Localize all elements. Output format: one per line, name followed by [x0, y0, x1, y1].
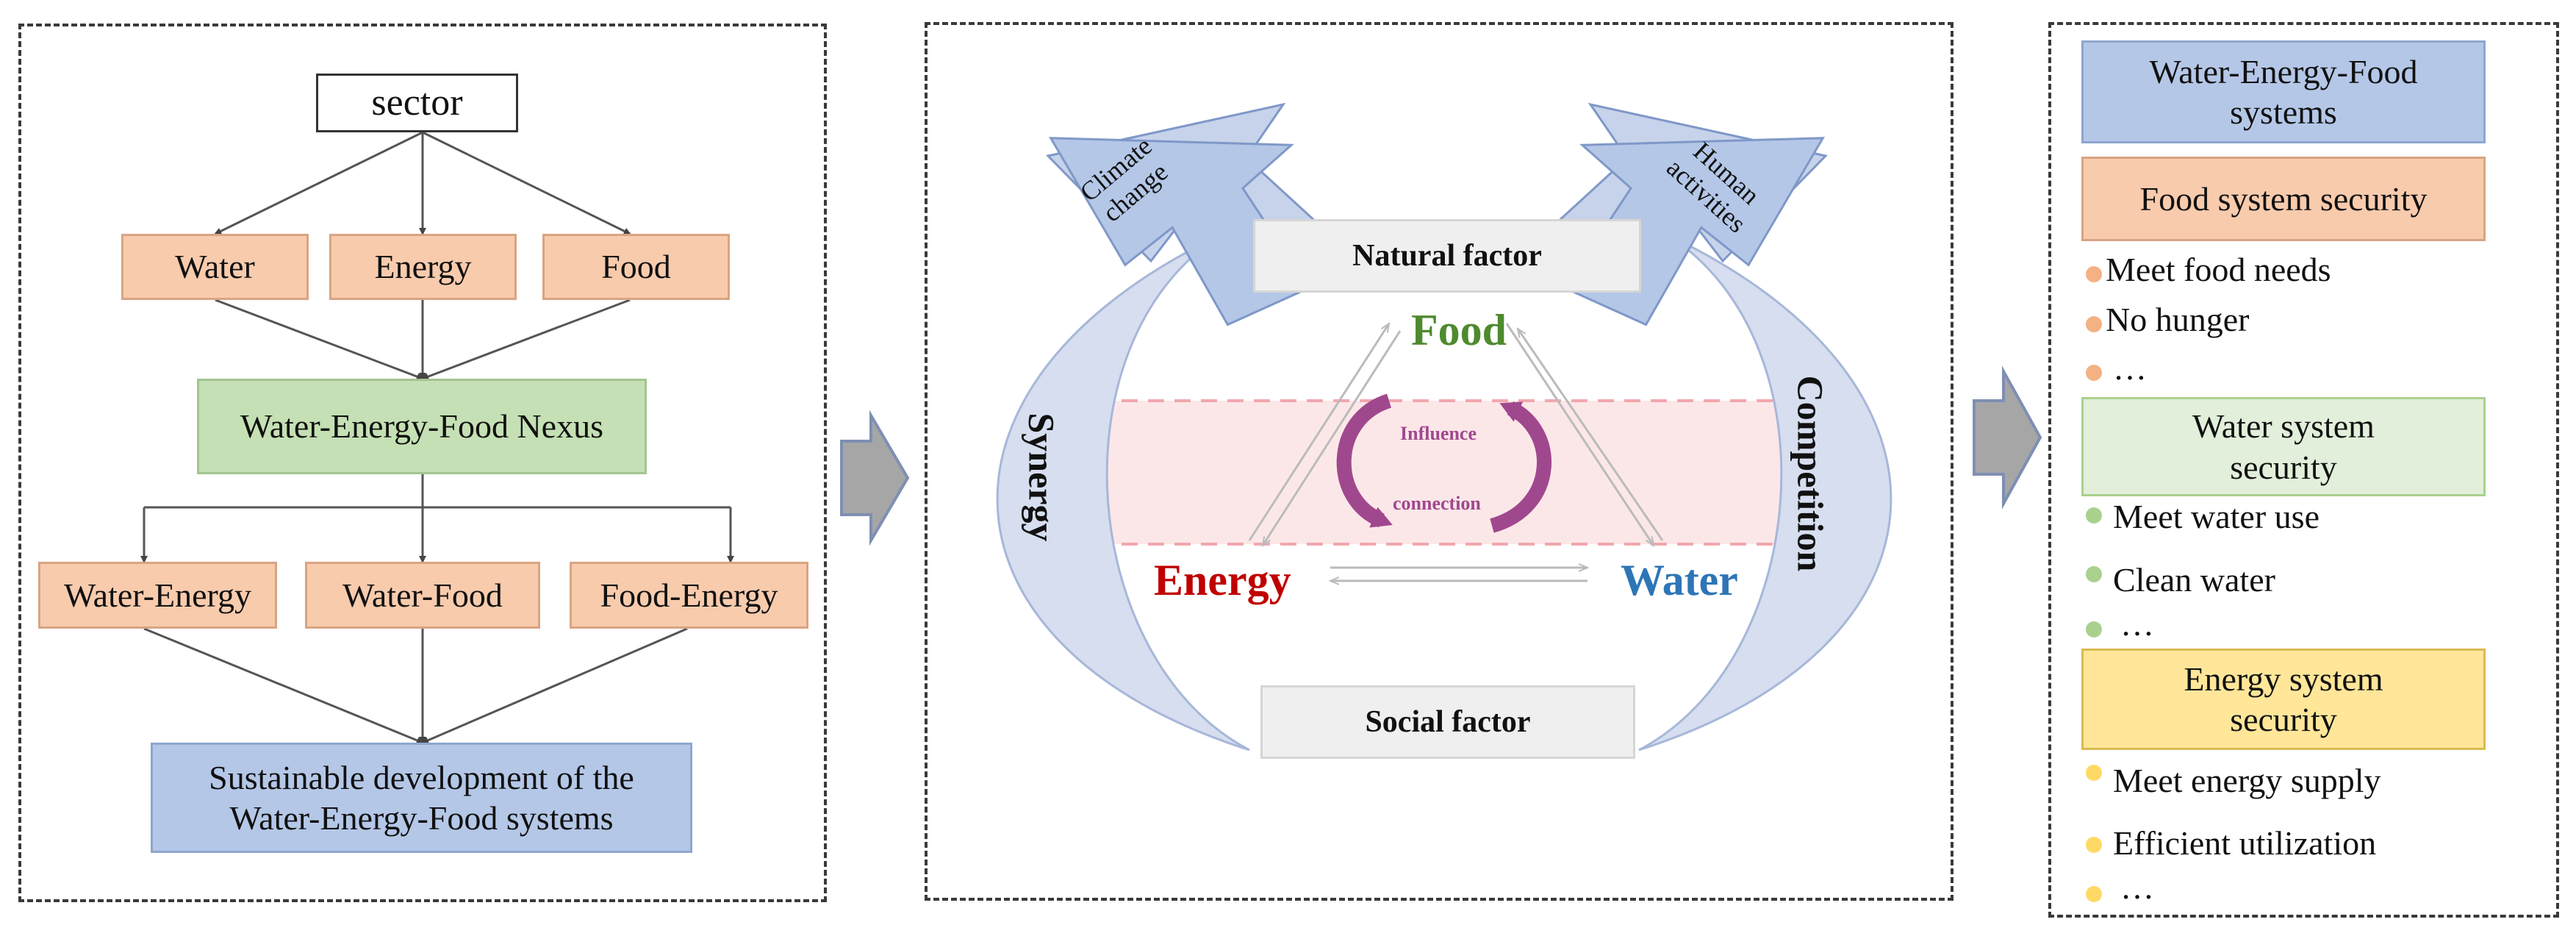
- water-security-line-1: Water system: [2192, 407, 2375, 446]
- food-item: No hunger: [2106, 301, 2250, 338]
- water-item: …: [2120, 605, 2154, 643]
- water-item: Meet water use: [2113, 498, 2320, 535]
- energy-item: Meet energy supply: [2113, 762, 2381, 799]
- human-activities-arrow: [1537, 102, 1828, 326]
- competition-label: Competition: [1790, 375, 1831, 572]
- food-box: Food: [542, 234, 730, 300]
- water-box: Water: [121, 234, 309, 300]
- energy-security-line-1: Energy system: [2184, 660, 2383, 698]
- food-item: …: [2113, 349, 2147, 387]
- bullet: [2086, 266, 2102, 282]
- bullet: [2086, 507, 2102, 524]
- left-panel: [18, 24, 827, 902]
- influence-label: Influence: [1400, 423, 1477, 444]
- water-food-box: Water-Food: [305, 562, 540, 629]
- energy-item: …: [2120, 868, 2154, 906]
- food-node: Food: [1411, 306, 1507, 354]
- climate-change-arrow: [1046, 102, 1337, 326]
- wef-systems-box: Water-Energy-Food systems: [2081, 40, 2486, 143]
- bullet: [2086, 886, 2102, 902]
- water-item: Clean water: [2113, 561, 2275, 599]
- energy-security-box: Energy system security: [2081, 649, 2486, 750]
- natural-factor-box: Natural factor: [1253, 219, 1641, 293]
- wef-line-1: Water-Energy-Food: [2149, 52, 2418, 90]
- sustainable-line-1: Sustainable development of the: [209, 758, 634, 796]
- connection-label: connection: [1393, 493, 1481, 514]
- bullet: [2086, 566, 2102, 582]
- bullet: [2086, 365, 2102, 381]
- energy-item: Efficient utilization: [2113, 824, 2377, 862]
- bullet: [2086, 837, 2102, 853]
- bullet: [2086, 765, 2102, 781]
- sustainable-line-2: Water-Energy-Food systems: [229, 799, 614, 837]
- water-node: Water: [1621, 556, 1738, 604]
- sector-box: sector: [316, 74, 518, 132]
- synergy-label: Synergy: [1021, 412, 1063, 542]
- social-factor-box: Social factor: [1260, 685, 1635, 759]
- middle-panel: [925, 22, 1953, 901]
- wef-line-2: systems: [2230, 93, 2337, 131]
- bullet: [2086, 316, 2102, 332]
- food-security-box: Food system security: [2081, 157, 2486, 241]
- energy-box: Energy: [329, 234, 517, 300]
- water-security-line-2: security: [2230, 448, 2337, 486]
- nexus-box: Water-Energy-Food Nexus: [197, 379, 647, 474]
- energy-security-line-2: security: [2230, 701, 2337, 738]
- food-item: Meet food needs: [2106, 251, 2331, 288]
- water-energy-box: Water-Energy: [38, 562, 277, 629]
- food-energy-box: Food-Energy: [570, 562, 808, 629]
- sustainable-development-box: Sustainable development of the Water-Ene…: [151, 743, 692, 853]
- water-security-box: Water system security: [2081, 397, 2486, 496]
- right-panel: [2048, 22, 2559, 918]
- bullet: [2086, 621, 2102, 637]
- energy-node: Energy: [1154, 556, 1291, 604]
